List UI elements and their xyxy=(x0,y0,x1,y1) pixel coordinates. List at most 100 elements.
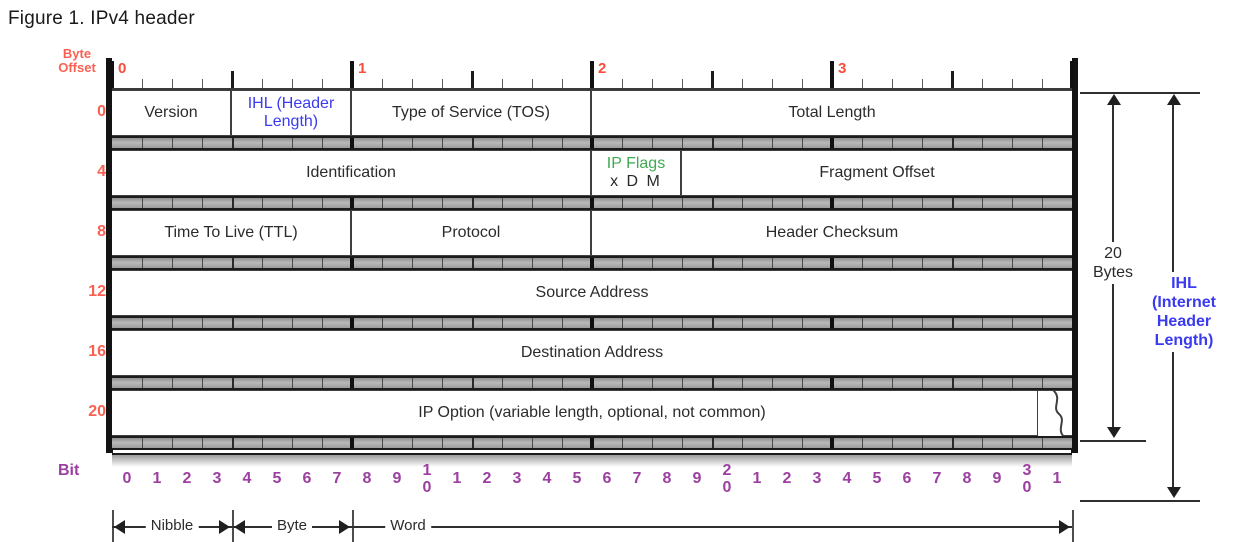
separator-tick xyxy=(862,378,863,388)
separator-tick xyxy=(532,438,533,448)
separator-tick xyxy=(1042,378,1043,388)
row-separator-3 xyxy=(112,256,1072,270)
separator-tick xyxy=(742,438,743,448)
ruler-tick-bit-18 xyxy=(652,79,653,88)
bit-number-31: 1 xyxy=(1052,470,1062,487)
separator-tick xyxy=(412,378,413,388)
separator-tick xyxy=(442,198,443,208)
separator-tick xyxy=(502,318,503,328)
separator-tick xyxy=(802,198,803,208)
bit-number-11: 1 xyxy=(452,470,462,487)
separator-tick xyxy=(232,378,234,388)
separator-tick xyxy=(1012,138,1013,148)
separator-tick xyxy=(142,198,143,208)
bit-number-9: 9 xyxy=(392,470,402,487)
ruler-tick-bit-8 xyxy=(350,61,354,88)
separator-tick xyxy=(172,258,173,268)
separator-tick xyxy=(830,318,834,328)
bit-number-0: 0 xyxy=(122,470,132,487)
separator-tick xyxy=(262,438,263,448)
separator-tick xyxy=(202,138,203,148)
separator-tick xyxy=(350,258,354,268)
annot-ihl-line3: Header xyxy=(1156,313,1212,330)
ruler-tick-bit-22 xyxy=(772,79,773,88)
separator-tick xyxy=(562,318,563,328)
separator-tick xyxy=(412,138,413,148)
separator-tick xyxy=(952,198,954,208)
separator-tick xyxy=(622,198,623,208)
field-label-ip-flags: IP Flags xyxy=(606,155,666,172)
bit-number-8: 8 xyxy=(362,470,372,487)
separator-tick xyxy=(952,318,954,328)
field-label-ttl: Time To Live (TTL) xyxy=(164,224,298,241)
separator-tick xyxy=(472,198,474,208)
separator-tick xyxy=(202,438,203,448)
bit-number-27: 7 xyxy=(932,470,942,487)
field-source-address: Source Address xyxy=(112,271,1072,315)
separator-tick xyxy=(830,138,834,148)
separator-tick xyxy=(590,378,594,388)
separator-tick xyxy=(262,258,263,268)
separator-tick xyxy=(142,318,143,328)
bit-number-26: 6 xyxy=(902,470,912,487)
field-label-destination-address: Destination Address xyxy=(520,344,664,361)
ruler-tick-bit-9 xyxy=(382,79,383,88)
measure-tick-bit-32 xyxy=(1072,510,1074,542)
separator-tick xyxy=(532,138,533,148)
separator-tick xyxy=(382,438,383,448)
separator-tick xyxy=(982,258,983,268)
separator-tick xyxy=(892,378,893,388)
bit-number-29: 9 xyxy=(992,470,1002,487)
separator-tick xyxy=(322,438,323,448)
field-destination-address: Destination Address xyxy=(112,331,1072,375)
separator-tick xyxy=(802,258,803,268)
bit-number-6: 6 xyxy=(302,470,312,487)
field-version: Version xyxy=(112,91,232,135)
separator-tick xyxy=(412,198,413,208)
separator-tick xyxy=(590,438,594,448)
separator-tick xyxy=(830,198,834,208)
separator-tick xyxy=(742,258,743,268)
byte-offset-header-line1: Byte xyxy=(62,46,92,61)
ruler-tick-bit-24 xyxy=(830,61,834,88)
separator-tick xyxy=(1012,198,1013,208)
separator-tick xyxy=(472,318,474,328)
separator-tick xyxy=(802,438,803,448)
bit-number-5: 5 xyxy=(272,470,282,487)
row-separator-6 xyxy=(112,436,1072,450)
bit-number-12: 2 xyxy=(482,470,492,487)
field-ttl: Time To Live (TTL) xyxy=(112,211,352,255)
ruler-tick-bit-31 xyxy=(1042,79,1043,88)
byte-offset-16: 16 xyxy=(88,343,106,360)
arrow-up-20bytes xyxy=(1107,94,1121,105)
separator-tick xyxy=(922,258,923,268)
separator-tick xyxy=(322,378,323,388)
separator-tick xyxy=(830,378,834,388)
separator-tick xyxy=(772,198,773,208)
separator-tick xyxy=(862,138,863,148)
separator-tick xyxy=(742,378,743,388)
field-total-length: Total Length xyxy=(592,91,1072,135)
separator-tick xyxy=(442,138,443,148)
separator-tick xyxy=(532,198,533,208)
arrow-down-20bytes xyxy=(1107,427,1121,438)
ruler-tick-bit-4 xyxy=(231,71,234,88)
measure-label-word: Word xyxy=(385,517,431,534)
row-separator-2 xyxy=(112,196,1072,210)
ruler-tick-bit-20 xyxy=(711,71,714,88)
bit-number-28: 8 xyxy=(962,470,972,487)
bit-number-14: 4 xyxy=(542,470,552,487)
bit-number-4: 4 xyxy=(242,470,252,487)
separator-tick xyxy=(982,378,983,388)
separator-tick xyxy=(802,378,803,388)
field-label-protocol: Protocol xyxy=(441,224,501,241)
separator-tick xyxy=(862,438,863,448)
measure-label-nibble: Nibble xyxy=(145,517,199,534)
separator-tick xyxy=(232,318,234,328)
separator-tick xyxy=(1012,378,1013,388)
ruler-tick-bit-15 xyxy=(562,79,563,88)
